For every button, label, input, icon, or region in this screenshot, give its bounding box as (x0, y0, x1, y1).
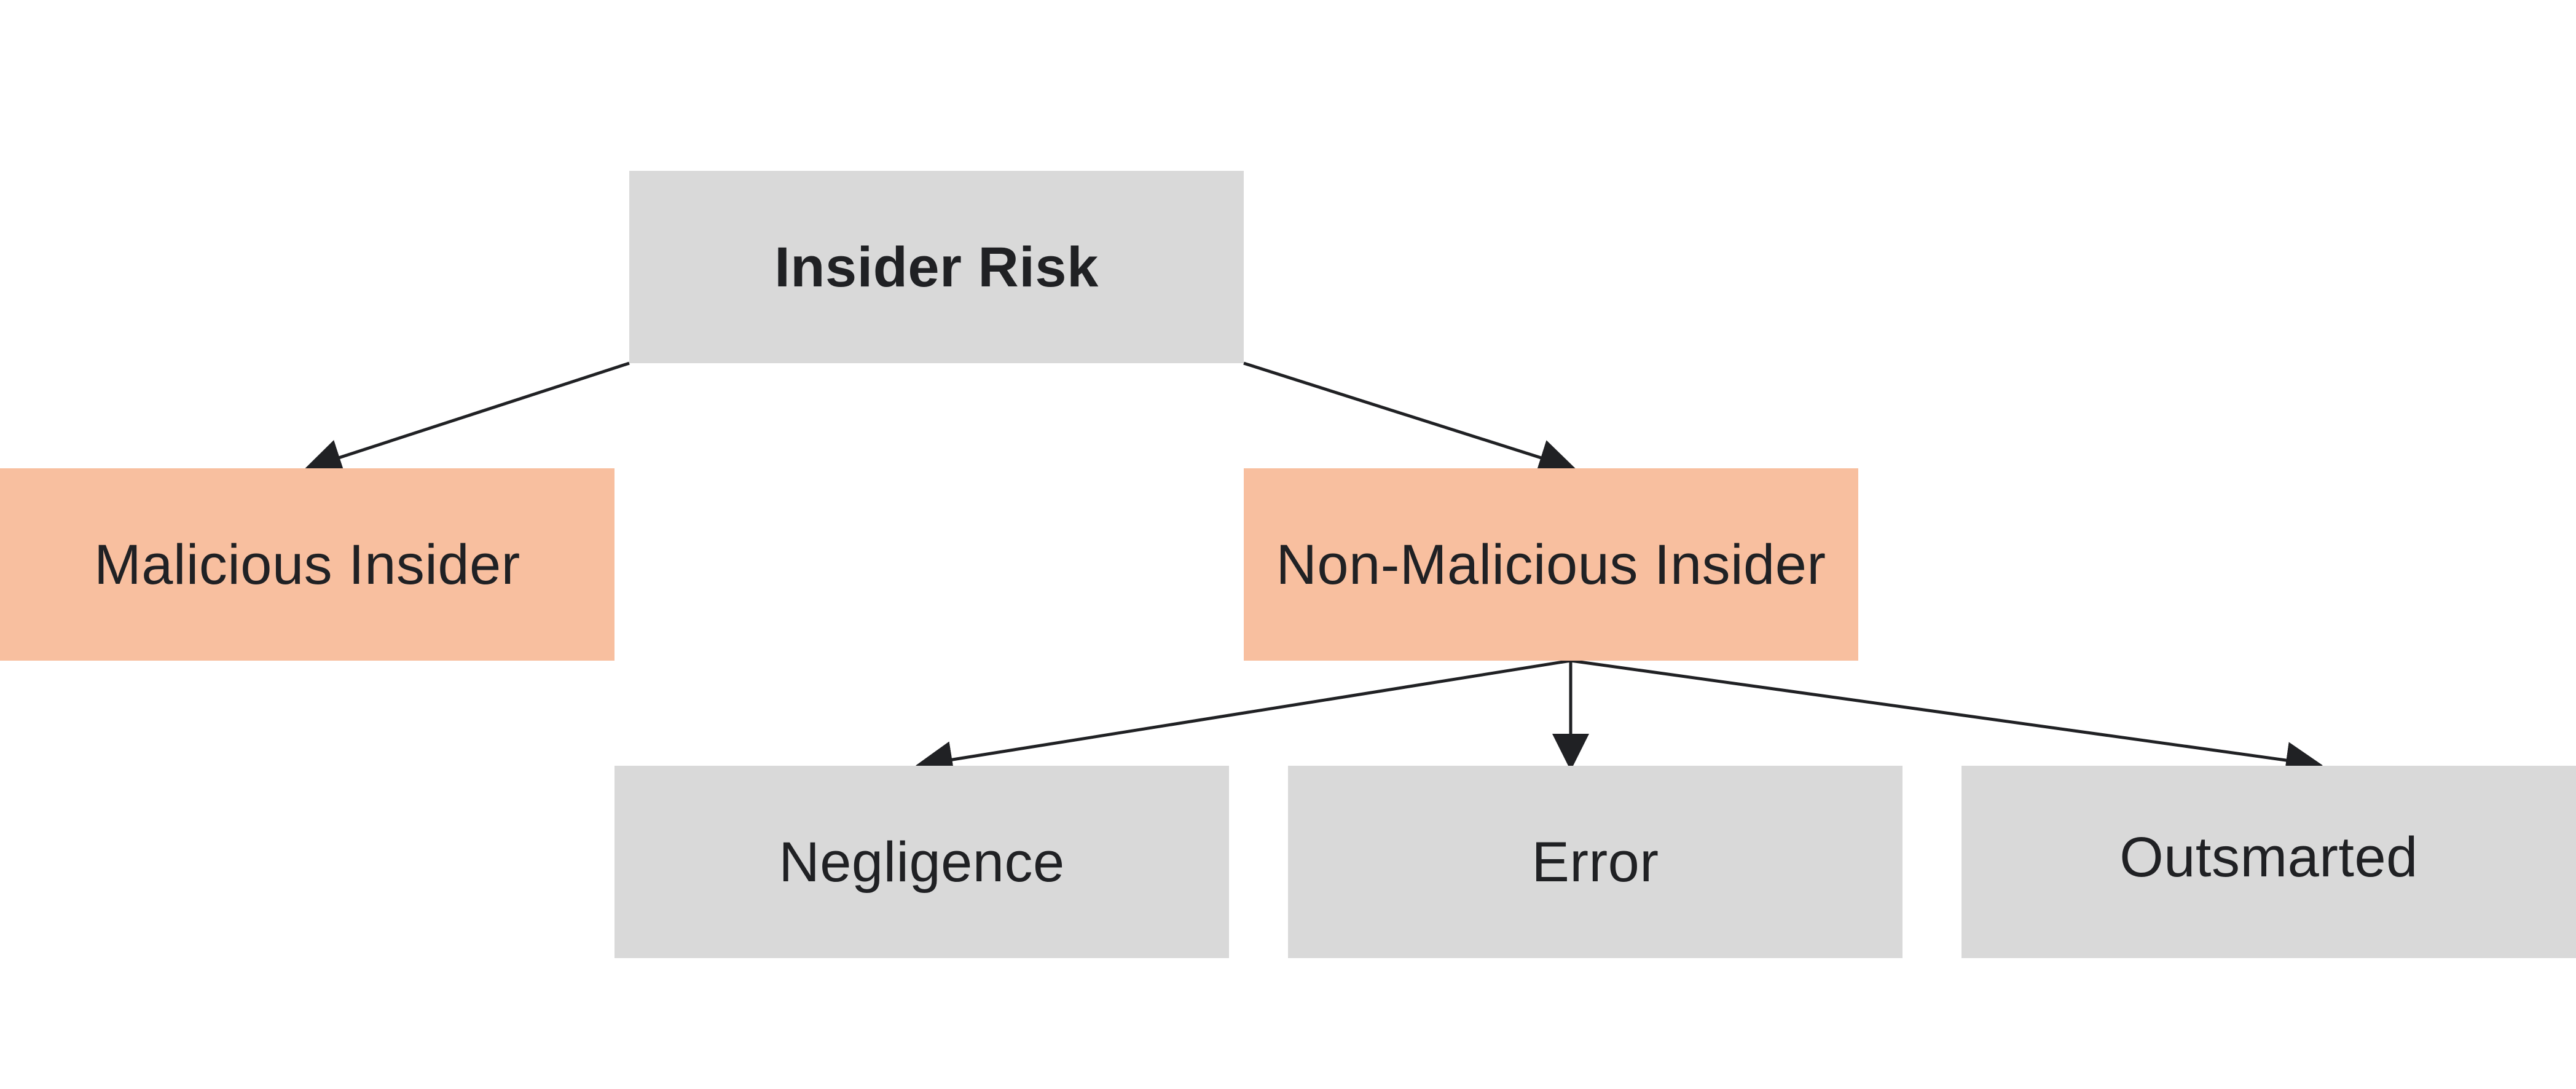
edge-non-malicious-to-outsmarted (1570, 659, 2323, 779)
edge-root-to-malicious (304, 361, 630, 476)
node-insider-risk: Insider Risk (629, 171, 1244, 363)
node-label: Outsmarted (2119, 825, 2418, 889)
edge-root-to-non-malicious (1243, 361, 1576, 476)
node-label: Negligence (779, 830, 1065, 894)
node-negligence: Negligence (615, 766, 1229, 958)
node-label: Malicious Insider (94, 533, 520, 596)
node-label: Insider Risk (774, 235, 1099, 299)
node-label: Non-Malicious Insider (1276, 533, 1826, 596)
edge-non-malicious-to-negligence (916, 659, 1571, 778)
node-error: Error (1288, 766, 1903, 958)
node-non-malicious-insider: Non-Malicious Insider (1244, 468, 1858, 661)
node-outsmarted: Outsmarted (1961, 766, 2576, 958)
node-label: Error (1531, 830, 1659, 894)
node-malicious-insider: Malicious Insider (0, 468, 615, 661)
